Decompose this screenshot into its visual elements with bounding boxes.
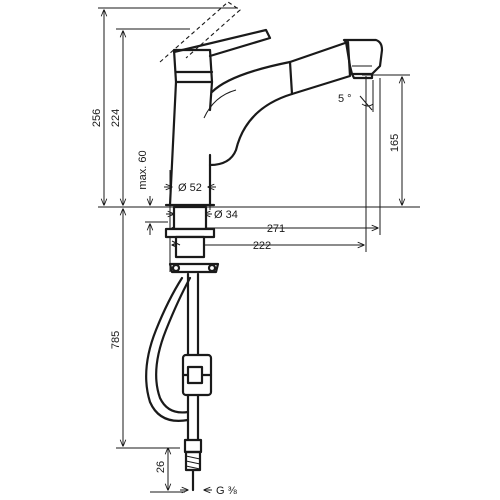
spout-joint	[288, 60, 294, 96]
spout-highlight	[203, 89, 237, 119]
label-224: 224	[110, 109, 122, 127]
fixing-bolt-right	[207, 263, 217, 273]
mount-nut	[174, 235, 206, 259]
dimension-labels: 256 224 165 max. 60 785 26 Ø 52 Ø 34 271…	[91, 93, 401, 497]
lever-housing	[172, 48, 214, 84]
fixing-plate	[168, 262, 220, 274]
label-26: 26	[155, 461, 167, 473]
shank	[172, 205, 208, 231]
connector-thread	[185, 455, 201, 470]
screw-left	[171, 240, 181, 246]
label-256: 256	[91, 109, 103, 127]
spout	[208, 40, 352, 167]
faucet-body	[159, 1, 384, 207]
angle-line-1	[359, 95, 373, 111]
mount-assembly	[164, 205, 220, 274]
lever-alt-position	[159, 1, 241, 63]
column-body	[168, 80, 214, 207]
label-max60: max. 60	[137, 150, 149, 189]
label-diam52: Ø 52	[178, 182, 202, 194]
pullout-hose-inner	[155, 276, 192, 414]
pullout-hose-outer	[145, 276, 190, 422]
spray-head	[342, 38, 384, 76]
label-785: 785	[110, 331, 122, 349]
washer	[164, 227, 216, 239]
hoses	[145, 272, 213, 492]
hose-weight-inner	[186, 365, 204, 385]
label-165: 165	[389, 134, 401, 152]
label-g38: G ⅜	[216, 485, 238, 497]
fixing-bolt-left	[171, 263, 181, 273]
label-diam34: Ø 34	[214, 209, 238, 221]
connector-nut	[183, 438, 203, 454]
label-5deg: 5 °	[338, 93, 352, 105]
angle-arc	[361, 103, 374, 107]
lever-handle	[172, 28, 272, 58]
label-222: 222	[253, 240, 271, 252]
connector-body	[184, 450, 202, 472]
label-271: 271	[267, 223, 285, 235]
spray-nozzle	[350, 72, 374, 80]
